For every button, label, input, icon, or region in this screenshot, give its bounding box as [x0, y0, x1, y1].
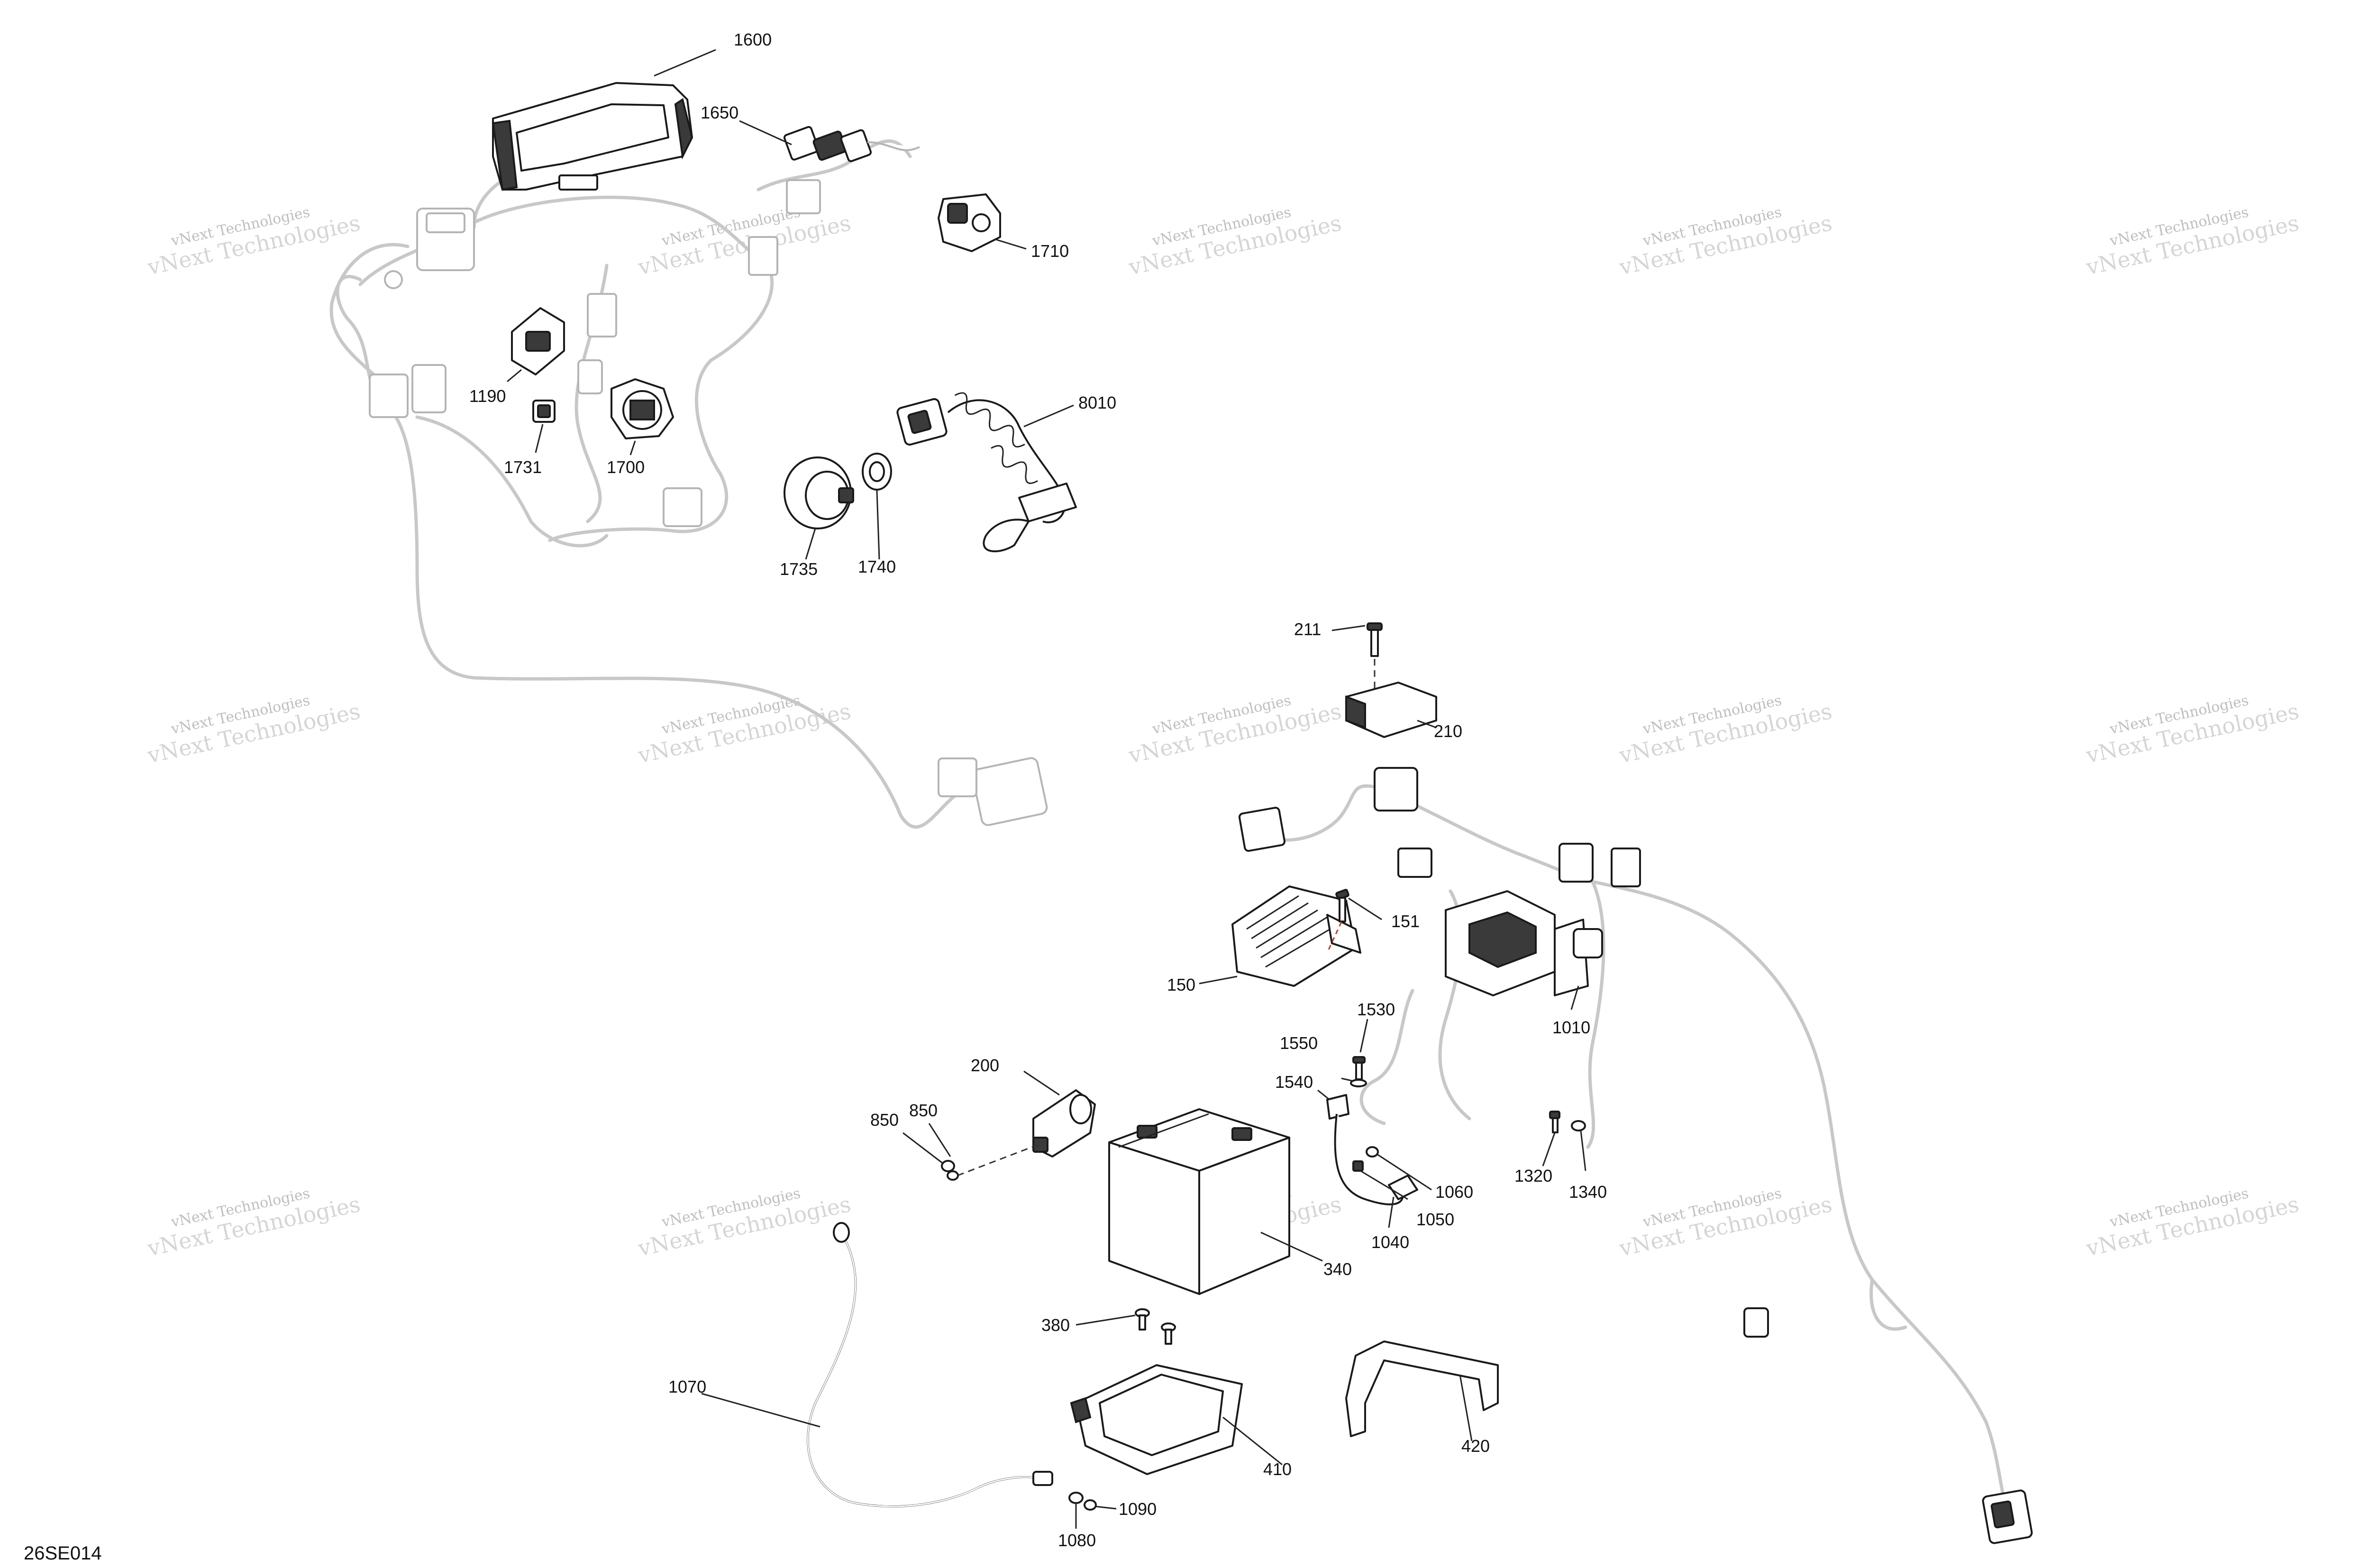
battery-340-icon [1108, 1108, 1323, 1295]
callout-1080: 1080 [1058, 1531, 1096, 1550]
connector-1190-icon [507, 307, 565, 383]
ground-cable-1040-icon [1317, 1019, 1418, 1228]
screw-151-icon [1326, 889, 1382, 953]
relay-210-icon [1345, 682, 1437, 738]
callout-380: 380 [1041, 1315, 1070, 1335]
callout-200: 200 [971, 1056, 999, 1075]
callout-410: 410 [1263, 1459, 1292, 1479]
screw-1320-icon [1542, 1111, 1560, 1167]
switch-1710-icon [938, 193, 1027, 252]
callout-1735: 1735 [780, 559, 818, 579]
callout-850-b: 850 [909, 1101, 938, 1120]
upper-wiring-harness [329, 139, 1048, 829]
callout-210: 210 [1434, 721, 1462, 741]
nut-1060-icon [1366, 1146, 1432, 1191]
nut-1740-icon [862, 453, 892, 560]
connector-1731-icon [532, 400, 556, 453]
dess-key-lanyard-icon [896, 392, 1077, 553]
nut-850-icon [902, 1123, 959, 1181]
callout-1060: 1060 [1435, 1182, 1473, 1202]
callout-1070: 1070 [668, 1377, 706, 1396]
callout-1530: 1530 [1357, 1000, 1395, 1019]
callout-1600: 1600 [734, 30, 772, 49]
washer-1080-icon [1068, 1492, 1084, 1529]
callout-1050: 1050 [1416, 1210, 1454, 1229]
callout-1340: 1340 [1569, 1182, 1607, 1202]
callout-211: 211 [1294, 620, 1321, 639]
battery-tray-410-icon [1070, 1364, 1283, 1475]
callout-340: 340 [1323, 1259, 1352, 1279]
starter-solenoid-200-icon [957, 1070, 1096, 1176]
callout-1710: 1710 [1031, 241, 1069, 261]
callout-1731: 1731 [504, 457, 542, 477]
callout-850-a: 850 [870, 1110, 899, 1130]
callout-1190: 1190 [469, 386, 506, 406]
switch-1700-icon [611, 378, 674, 456]
callout-1090: 1090 [1119, 1499, 1157, 1519]
callout-1550: 1550 [1280, 1033, 1318, 1053]
ignition-switch-1735-icon [784, 456, 854, 560]
callout-1010: 1010 [1552, 1018, 1590, 1037]
nut-1090-icon [1084, 1499, 1117, 1511]
callout-1040: 1040 [1371, 1232, 1409, 1252]
screw-211-icon [1331, 622, 1383, 690]
figure-id: 26SE014 [24, 1543, 102, 1564]
connector-1650-icon [739, 120, 920, 163]
bolt-1050-icon [1352, 1160, 1408, 1200]
callout-1540: 1540 [1275, 1072, 1313, 1092]
positive-cable-1070-icon [701, 1222, 1053, 1508]
voltage-regulator-150-icon [1199, 885, 1361, 987]
gauge-cluster-icon [492, 49, 716, 191]
battery-strap-420-icon [1345, 1340, 1499, 1441]
callout-151: 151 [1391, 912, 1420, 931]
callout-8010: 8010 [1078, 393, 1116, 412]
callout-1700: 1700 [607, 457, 645, 477]
nut-1340-icon [1571, 1120, 1586, 1171]
callout-1320: 1320 [1514, 1166, 1552, 1185]
screw-380-icon [1076, 1308, 1176, 1345]
callout-150: 150 [1167, 975, 1195, 994]
main-wiring-harness [1238, 767, 2033, 1544]
callout-1650: 1650 [701, 103, 738, 122]
callout-labels: 1600 1650 1710 1190 1731 1700 8010 1735 … [24, 30, 1607, 1564]
callout-1740: 1740 [858, 557, 896, 576]
callout-420: 420 [1461, 1436, 1490, 1456]
